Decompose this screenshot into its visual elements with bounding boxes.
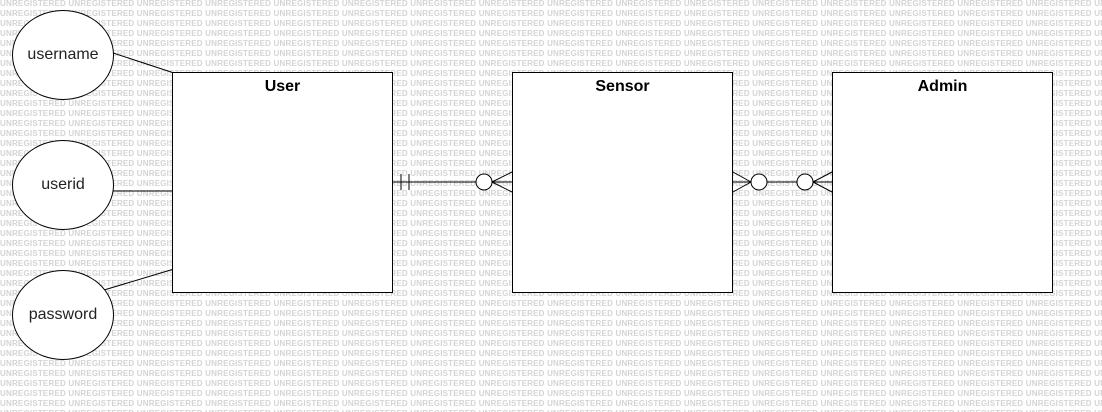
zero-marker-circle [475, 173, 493, 191]
password-link [103, 268, 175, 291]
entity-user[interactable]: User [172, 72, 393, 293]
zero-marker-circle-left [750, 173, 768, 191]
relationship-sensor-admin[interactable] [732, 171, 833, 193]
zero-marker-circle-right [796, 173, 814, 191]
attribute-username[interactable]: username [12, 10, 114, 100]
entity-admin[interactable]: Admin [832, 72, 1053, 293]
crowfoot-prong-top-right [812, 171, 833, 183]
crowfoot-prong-bottom-left [732, 181, 752, 193]
crowfoot-prong-bottom [491, 181, 513, 193]
crowfoot-prong-top-left [732, 171, 752, 183]
username-link [109, 51, 175, 74]
attribute-userid[interactable]: userid [12, 140, 114, 230]
attribute-label-userid: userid [41, 176, 85, 193]
relationship-user-sensor[interactable] [393, 171, 513, 193]
attribute-label-username: username [27, 46, 99, 63]
entity-sensor[interactable]: Sensor [512, 72, 733, 293]
entity-title-admin: Admin [917, 78, 968, 95]
entity-title-user: User [264, 78, 301, 95]
attribute-label-password: password [28, 306, 98, 323]
crowfoot-prong-top [491, 171, 513, 183]
entity-title-sensor: Sensor [595, 78, 650, 95]
crowfoot-prong-bottom-right [812, 181, 833, 193]
attribute-password[interactable]: password [12, 270, 114, 360]
